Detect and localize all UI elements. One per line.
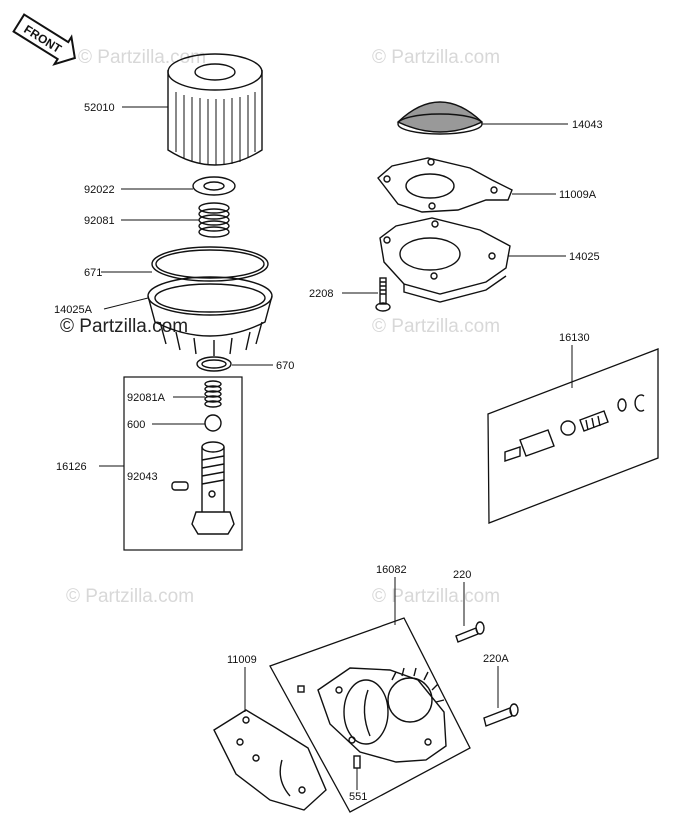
- callout-92081: 92081: [84, 215, 115, 227]
- callout-220A: 220A: [483, 653, 509, 665]
- bolt-2208: [375, 277, 391, 312]
- watermark: © Partzilla.com: [66, 586, 194, 607]
- watermark: © Partzilla.com: [372, 316, 500, 337]
- spring-92081A: [204, 380, 222, 408]
- assembly-box-16126: [123, 376, 243, 551]
- cover-plate-14025: [379, 217, 511, 303]
- washer-92022: [192, 176, 236, 196]
- ball-600: [204, 414, 222, 432]
- callout-92081A: 92081A: [127, 392, 166, 404]
- oil-pump-16082: [297, 667, 447, 769]
- callout-11009A: 11009A: [559, 189, 597, 201]
- callout-16126: 16126: [56, 461, 87, 473]
- watermark: © Partzilla.com: [372, 47, 500, 68]
- watermark: © Partzilla.com: [372, 586, 500, 607]
- callout-220: 220: [453, 569, 471, 581]
- pin-92043: [171, 481, 189, 491]
- callout-600: 600: [127, 419, 145, 431]
- assembly-box-16130: [487, 348, 659, 524]
- callout-551: 551: [349, 791, 367, 803]
- callout-14025: 14025: [569, 251, 600, 263]
- gasket-11009: [213, 709, 327, 811]
- bolt-220: [455, 621, 485, 643]
- strainer-14043: [396, 101, 484, 135]
- spring-92081: [198, 202, 230, 238]
- o-ring-671: [151, 246, 269, 282]
- gasket-11009A: [377, 157, 513, 213]
- front-arrow-icon: FRONT: [12, 13, 76, 66]
- relief-valve-16130: [504, 394, 645, 462]
- oil-filter-52010: [167, 53, 263, 166]
- callout-16082: 16082: [376, 564, 407, 576]
- valve-body-16126: [191, 441, 235, 535]
- callout-16130: 16130: [559, 332, 590, 344]
- callout-14043: 14043: [572, 119, 603, 131]
- callout-92043: 92043: [127, 471, 158, 483]
- callout-14025A: 14025A: [54, 304, 93, 316]
- o-ring-670: [196, 356, 232, 372]
- callout-11009: 11009: [227, 654, 257, 666]
- watermark: © Partzilla.com: [60, 316, 188, 337]
- callout-52010: 52010: [84, 102, 115, 114]
- filter-cover-14025A: [147, 276, 273, 356]
- callout-670: 670: [276, 360, 294, 372]
- callout-671: 671: [84, 267, 102, 279]
- callout-2208: 2208: [309, 288, 333, 300]
- bolt-220A: [483, 703, 519, 727]
- callout-92022: 92022: [84, 184, 115, 196]
- assembly-box-16082: [269, 617, 471, 813]
